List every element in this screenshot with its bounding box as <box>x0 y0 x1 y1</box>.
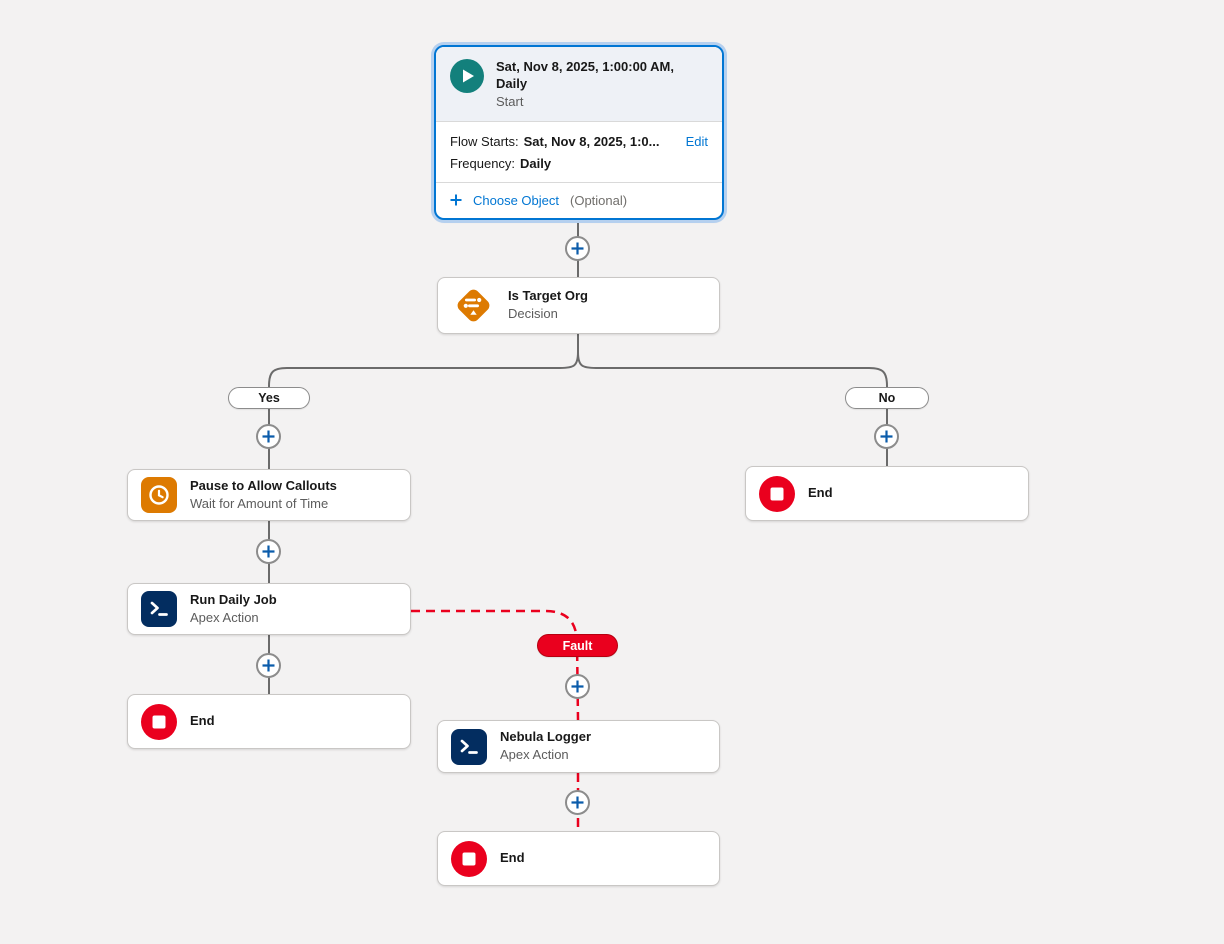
node-nebula-logger[interactable]: Nebula Logger Apex Action <box>437 720 720 773</box>
node-title: Is Target Org <box>508 288 588 304</box>
choose-object-label: Choose Object <box>473 192 559 208</box>
connector-branch-yes <box>268 351 579 389</box>
fault-label-text: Fault <box>562 638 593 653</box>
node-end-fault-branch[interactable]: End <box>437 831 720 886</box>
node-title: Nebula Logger <box>500 729 592 745</box>
node-type: Wait for Amount of Time <box>190 495 329 511</box>
yes-label-text: Yes <box>258 391 280 405</box>
node-title: Pause to Allow Callouts <box>190 477 337 493</box>
start-title: Sat, Nov 8, 2025, 1:00:00 AM, Daily <box>496 59 674 91</box>
apex-action-icon <box>451 728 487 765</box>
edit-link[interactable]: Edit <box>685 133 708 149</box>
add-element-button-logger-end[interactable] <box>565 790 590 815</box>
decision-icon <box>451 287 495 325</box>
branch-label-no: No <box>845 387 929 409</box>
node-title: End <box>500 850 525 866</box>
frequency-value: Daily <box>520 155 552 171</box>
add-element-button-start-decision[interactable] <box>565 236 590 261</box>
flow-starts-value: Sat, Nov 8, 2025, 1:0... <box>523 133 660 149</box>
flow-starts-label: Flow Starts: <box>450 133 519 149</box>
node-title: End <box>190 713 215 729</box>
choose-object-button[interactable]: Choose Object (Optional) <box>436 181 722 218</box>
add-element-button-fault-logger[interactable] <box>565 674 590 699</box>
start-header[interactable]: Sat, Nov 8, 2025, 1:00:00 AM, Daily Star… <box>436 47 722 122</box>
apex-action-icon <box>141 591 177 627</box>
add-element-button-run-end[interactable] <box>256 653 281 678</box>
node-title: Run Daily Job <box>190 591 277 607</box>
fault-connector-run-to-logger <box>411 609 580 721</box>
branch-label-yes: Yes <box>228 387 310 409</box>
frequency-label: Frequency: <box>450 155 516 171</box>
add-element-button-no-branch[interactable] <box>874 424 899 449</box>
start-details: Flow Starts: Sat, Nov 8, 2025, 1:0... Ed… <box>436 122 722 182</box>
optional-label: (Optional) <box>570 192 628 208</box>
node-start-schedule[interactable]: Sat, Nov 8, 2025, 1:00:00 AM, Daily Star… <box>434 45 724 220</box>
node-decision-is-target-org[interactable]: Is Target Org Decision <box>437 277 720 334</box>
wait-clock-icon <box>141 477 177 513</box>
start-play-icon <box>450 59 484 93</box>
end-icon <box>141 703 177 740</box>
add-element-button-yes-branch[interactable] <box>256 424 281 449</box>
start-type-label: Start <box>496 93 524 109</box>
node-type: Decision <box>508 306 558 321</box>
end-icon <box>451 840 487 877</box>
node-pause-to-allow-callouts[interactable]: Pause to Allow Callouts Wait for Amount … <box>127 469 411 521</box>
node-type: Apex Action <box>190 609 259 625</box>
node-end-no-branch[interactable]: End <box>745 466 1029 521</box>
add-element-button-pause-run[interactable] <box>256 539 281 564</box>
no-label-text: No <box>878 391 896 405</box>
branch-label-fault: Fault <box>537 634 618 657</box>
node-end-yes-branch[interactable]: End <box>127 694 411 749</box>
node-run-daily-job[interactable]: Run Daily Job Apex Action <box>127 583 411 635</box>
connector-branch-no <box>577 351 888 389</box>
node-title: End <box>808 485 833 501</box>
plus-icon <box>450 194 462 206</box>
end-icon <box>759 475 795 512</box>
node-type: Apex Action <box>500 747 569 762</box>
